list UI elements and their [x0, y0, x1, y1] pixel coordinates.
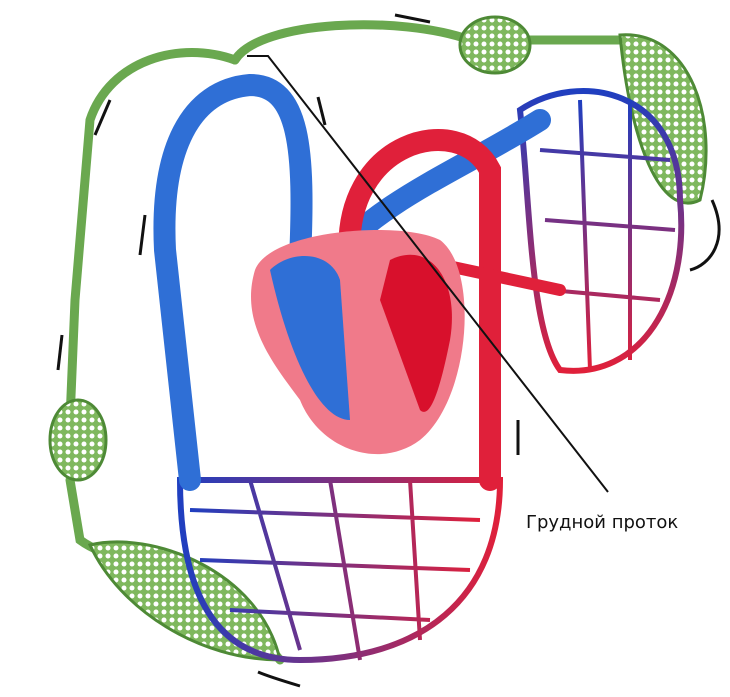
leader-line [247, 55, 609, 493]
left-heart [380, 254, 452, 412]
flow-arrows [56, 13, 721, 688]
lymph-node-top [458, 15, 532, 75]
systemic-capillaries [176, 477, 504, 664]
lymph-capillaries-lung [618, 33, 708, 205]
right-heart [270, 256, 350, 420]
lymph-node-left [48, 398, 108, 482]
thoracic-duct-label: Грудной проток [526, 512, 679, 533]
pulmonary-capillaries [516, 88, 685, 374]
